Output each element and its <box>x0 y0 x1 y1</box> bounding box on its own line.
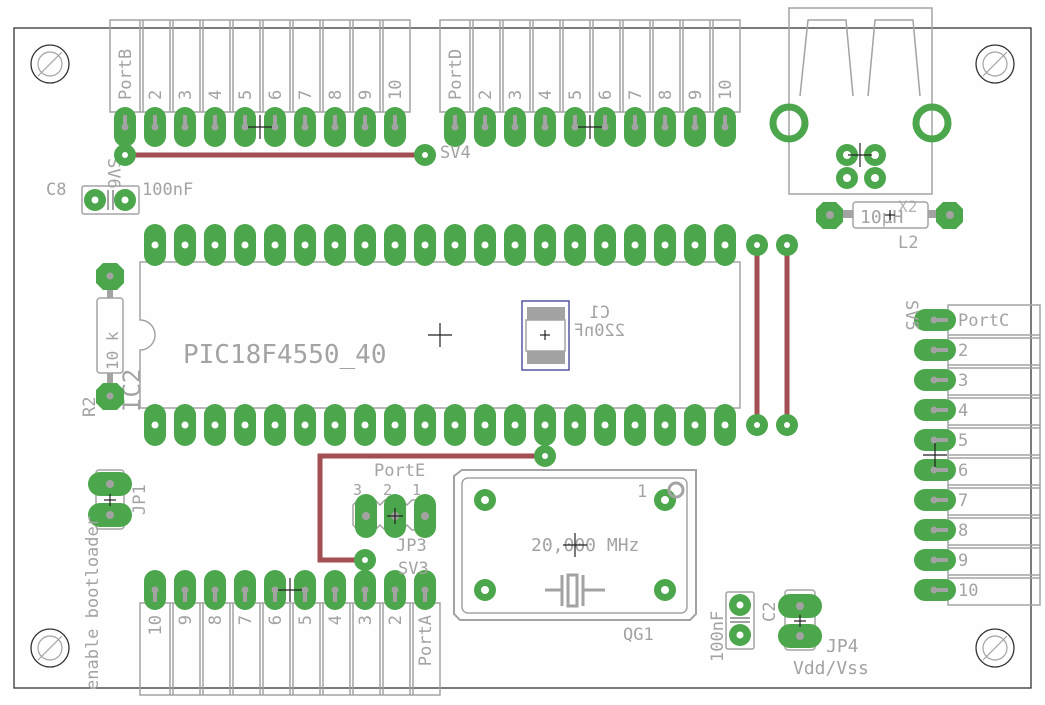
mounting-hole-bottom-right <box>975 628 1015 668</box>
header-pin-label: 3 <box>176 90 196 100</box>
header-pin-label: 10 <box>386 80 406 100</box>
header-pin-label: 7 <box>296 90 316 100</box>
jp4-power-jumper: JP4 Vdd/Vss <box>778 589 869 679</box>
via-sv4 <box>414 144 436 166</box>
via-right-1 <box>746 234 768 436</box>
c2-value-label: 100nF <box>708 611 728 662</box>
via-sv6 <box>114 144 136 166</box>
mounting-hole-top-left <box>30 44 70 84</box>
c8-ref-label: C8 <box>46 180 66 200</box>
via-right-2 <box>776 234 798 436</box>
ic2-pic18f4550: PIC18F4550_40 IC2 <box>118 224 741 446</box>
jp1-bootloader-jumper: JP1 enable bootloader <box>83 469 150 690</box>
x2-ref-label: X2 <box>898 197 917 216</box>
header-pin-label: 4 <box>326 615 346 625</box>
header-pin-label: 6 <box>596 90 616 100</box>
jp3-port-label: PortE <box>374 461 425 481</box>
header-pin-label: 3 <box>356 615 376 625</box>
header-pin-label: 3 <box>958 371 968 391</box>
jp1-ref-label: JP1 <box>130 484 150 515</box>
trace-ic-to-sv3 <box>317 453 545 563</box>
header-pin-label: 5 <box>566 90 586 100</box>
header-pin-label: 4 <box>206 90 226 100</box>
header-pin-label: 7 <box>958 491 968 511</box>
header-pin-label: 6 <box>266 615 286 625</box>
c1-smd-capacitor: C1 220nF <box>521 300 625 371</box>
c2-capacitor: 100nF C2 <box>708 591 780 662</box>
header-pin-label: 8 <box>326 90 346 100</box>
header-pin-label: 6 <box>958 461 968 481</box>
board-outline <box>13 27 1032 689</box>
header-pin-label: 9 <box>958 551 968 571</box>
header-pin-label: 5 <box>236 90 256 100</box>
header-pin-label: 10 <box>146 615 166 635</box>
header-pin-label: PortD <box>446 49 466 100</box>
c8-value-label: 100nF <box>142 180 193 200</box>
header-pin-label: 6 <box>266 90 286 100</box>
header-pin-label: 2 <box>958 341 968 361</box>
l2-value-label: 10µH <box>860 207 903 228</box>
header-pin-label: 10 <box>958 581 978 601</box>
header-pin-label: 8 <box>958 521 968 541</box>
sv6-ref-label: SV6 <box>103 158 123 189</box>
mounting-hole-bottom-left <box>30 628 70 668</box>
header-pin-label: 7 <box>626 90 646 100</box>
sv3-ref-label: SV3 <box>398 559 429 579</box>
sv4-ref-label: SV4 <box>440 143 471 163</box>
c8-capacitor: C8 100nF <box>46 180 193 215</box>
x2-usb-connector <box>769 7 952 195</box>
jp3-pin-1: 1 <box>412 481 421 499</box>
header-pin-label: 5 <box>296 615 316 625</box>
header-pin-label: 2 <box>476 90 496 100</box>
via-ic-pin <box>534 445 556 467</box>
header-pin-label: 3 <box>506 90 526 100</box>
via-sv3 <box>354 549 376 571</box>
sv5-ref-label: SV5 <box>901 300 921 331</box>
mounting-hole-top-right <box>975 44 1015 84</box>
header-pin-label: 8 <box>656 90 676 100</box>
header-pin-label: PortB <box>116 49 136 100</box>
qg1-pin1-label: 1 <box>637 482 647 502</box>
c1-ref-label: C1 <box>590 303 610 323</box>
l2-ref-label: L2 <box>898 233 918 253</box>
c1-value-label: 220nF <box>574 321 625 341</box>
c2-ref-label: C2 <box>760 602 780 622</box>
header-pin-label: 4 <box>958 401 968 421</box>
qg1-oscillator: 1 20,000 MHz QG1 <box>453 469 697 645</box>
r2-resistor: 10 k R2 <box>80 263 124 417</box>
ic2-value-label: PIC18F4550_40 <box>183 340 387 370</box>
header-pin-label: PortA <box>416 615 436 666</box>
jp3-porte-jumper: PortE 3 2 1 JP3 <box>352 461 436 556</box>
jp1-function-label: enable bootloader <box>83 516 103 690</box>
header-pin-label: 2 <box>146 90 166 100</box>
header-pin-label: 8 <box>206 615 226 625</box>
header-sv5-portc: PortC 2 3 4 5 6 7 8 9 10 <box>914 304 1041 606</box>
qg1-ref-label: QG1 <box>623 625 654 645</box>
jp3-pin-3: 3 <box>353 481 362 499</box>
header-pin-label: 7 <box>236 615 256 625</box>
header-pin-label: 2 <box>386 615 406 625</box>
r2-ref-label: R2 <box>80 397 100 417</box>
header-pin-label: PortC <box>958 311 1009 331</box>
jp4-function-label: Vdd/Vss <box>793 658 869 679</box>
jp3-pin-2: 2 <box>383 481 392 499</box>
header-pin-label: 4 <box>536 90 556 100</box>
jp3-ref-label: JP3 <box>396 536 427 556</box>
header-pin-label: 5 <box>958 431 968 451</box>
header-pin-label: 10 <box>716 80 736 100</box>
header-pin-label: 9 <box>356 90 376 100</box>
jp4-ref-label: JP4 <box>826 636 859 657</box>
l2-inductor: 10µH X2 L2 <box>816 197 963 253</box>
header-pin-label: 9 <box>176 615 196 625</box>
r2-value-label: 10 k <box>103 331 122 370</box>
header-pin-label: 9 <box>686 90 706 100</box>
